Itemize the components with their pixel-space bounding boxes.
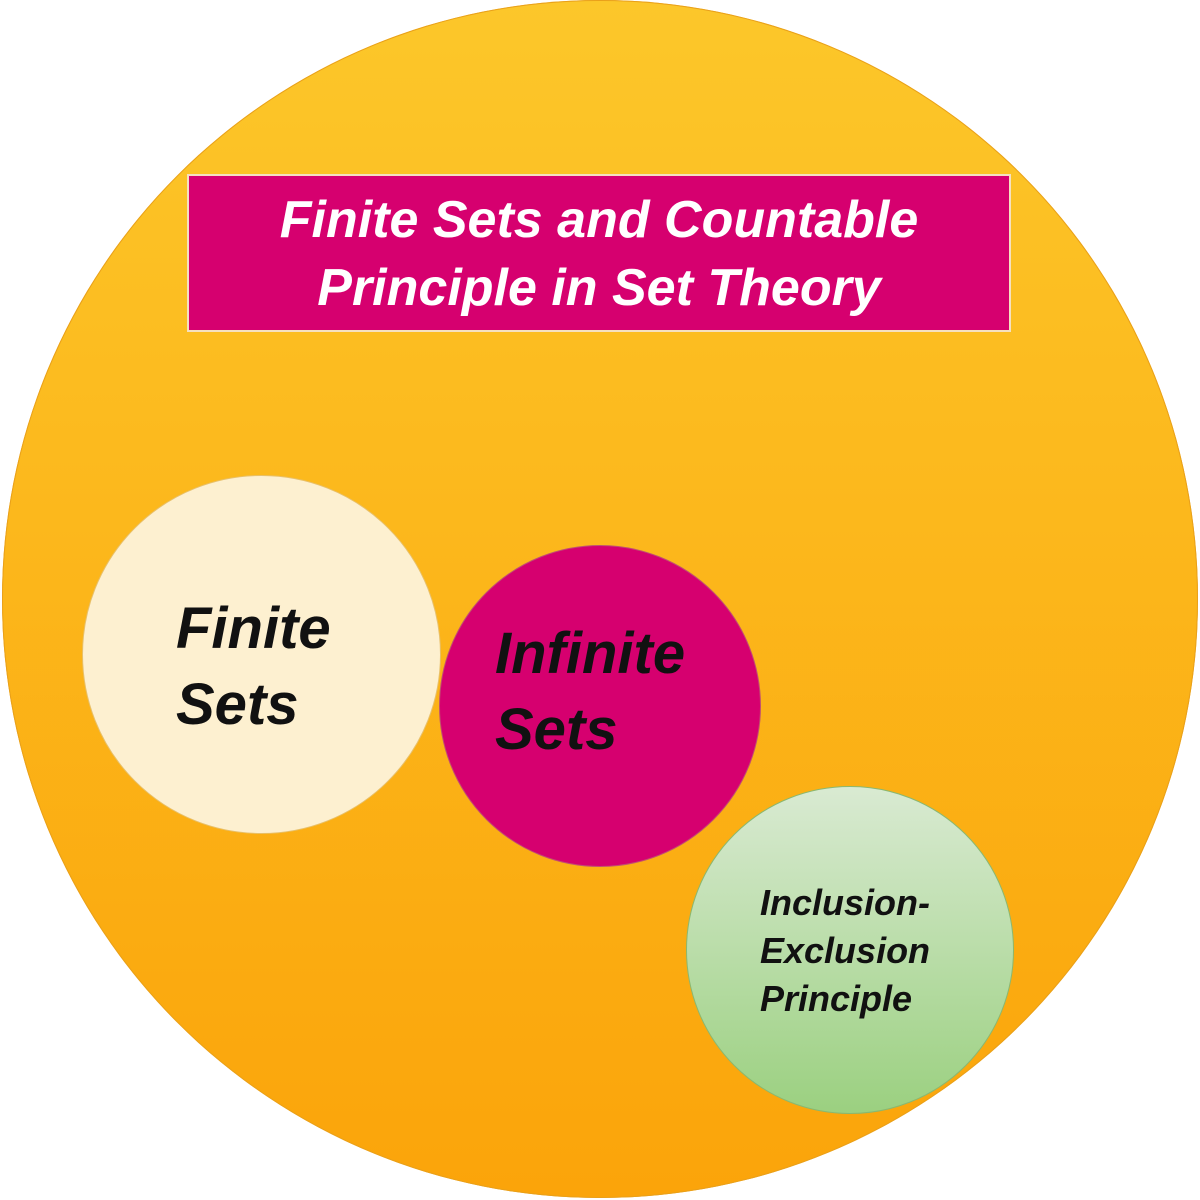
label-line: Sets xyxy=(176,672,299,737)
inclusion-exclusion-circle: Inclusion- Exclusion Principle xyxy=(686,786,1014,1114)
inclusion-exclusion-label: Inclusion- Exclusion Principle xyxy=(760,879,930,1023)
label-line: Inclusion- xyxy=(760,882,930,923)
infinite-sets-label: Infinite Sets xyxy=(495,616,685,768)
label-line: Exclusion xyxy=(760,930,931,971)
label-line: Finite xyxy=(176,596,331,661)
label-line: Principle xyxy=(760,978,913,1019)
finite-sets-label: Finite Sets xyxy=(176,591,331,743)
infinite-sets-circle: Infinite Sets xyxy=(439,545,761,867)
finite-sets-circle: Finite Sets xyxy=(82,475,441,834)
title-line-2: Principle in Set Theory xyxy=(317,259,881,317)
title-line-1: Finite Sets and Countable xyxy=(279,191,919,249)
title-box: Finite Sets and Countable Principle in S… xyxy=(187,174,1011,332)
label-line: Infinite xyxy=(495,621,686,686)
label-line: Sets xyxy=(495,697,618,762)
